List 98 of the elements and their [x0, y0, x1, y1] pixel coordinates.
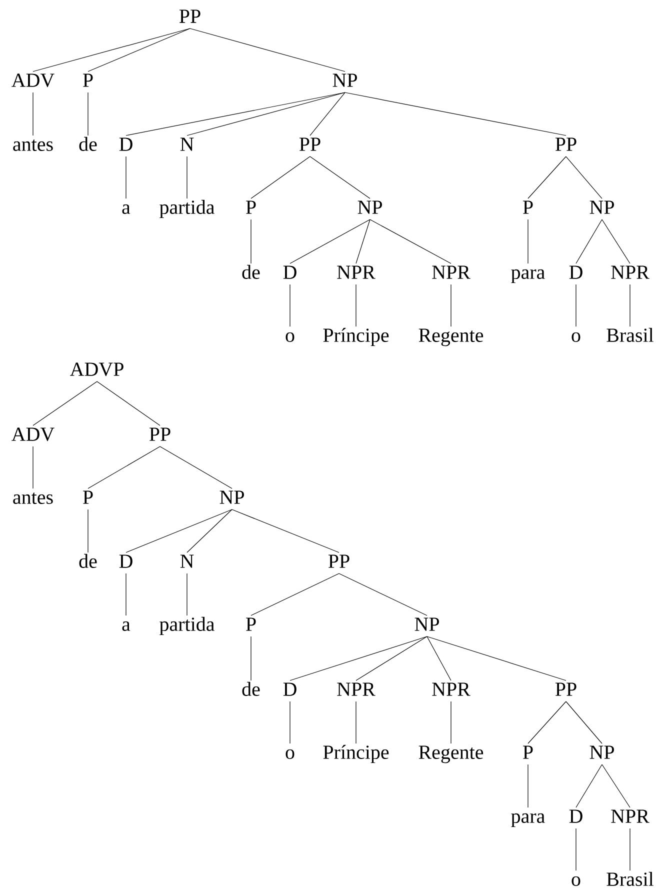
- tree-label: a: [122, 621, 130, 631]
- tree-label: PP: [179, 10, 200, 23]
- tree-label: PP: [555, 682, 576, 696]
- tree-label: de: [79, 136, 97, 151]
- tree-label: de: [242, 264, 260, 279]
- tree-branch: [310, 92, 346, 136]
- tree-branch: [186, 509, 232, 553]
- tree-branch: [356, 219, 370, 264]
- tree-branch: [528, 701, 566, 744]
- tree-label: D: [119, 554, 132, 568]
- tree-branch: [602, 764, 630, 808]
- tree-branch: [290, 219, 370, 264]
- tree-label: P: [83, 74, 93, 87]
- tree-label: PP: [149, 428, 170, 441]
- tree-label: N: [180, 138, 194, 151]
- tree-branch: [310, 156, 370, 199]
- tree-branch: [566, 701, 602, 744]
- tree-label: para: [511, 813, 545, 828]
- tree-label: ADV: [12, 428, 54, 442]
- tree-branch: [32, 446, 34, 489]
- tree-label: NPR: [432, 266, 470, 279]
- tree-label: D: [283, 682, 296, 696]
- tree-label: NPR: [337, 682, 376, 696]
- tree-branch: [338, 573, 428, 616]
- tree-label: Brasil: [606, 872, 654, 886]
- tree-branch: [186, 156, 188, 199]
- tree-label: Regente: [418, 328, 484, 346]
- tree-label: de: [242, 682, 260, 696]
- tree-branch: [96, 381, 160, 426]
- tree-branch: [250, 573, 340, 616]
- tree-label: NP: [590, 200, 614, 214]
- tree-branch: [250, 219, 252, 264]
- tree-label: NPR: [611, 266, 650, 279]
- tree-label: P: [246, 618, 256, 631]
- tree-branch: [602, 219, 630, 264]
- tree-label: antes: [13, 492, 53, 504]
- tree-label: P: [523, 746, 533, 759]
- tree-label: Príncipe: [323, 328, 389, 346]
- tree-branch: [126, 509, 232, 553]
- tree-label: o: [286, 749, 294, 759]
- tree-label: NP: [220, 490, 244, 504]
- tree-label: Regente: [418, 746, 484, 764]
- tree-label: D: [569, 810, 582, 823]
- tree-label: NP: [590, 746, 614, 759]
- tree-branch: [232, 509, 340, 553]
- tree-branch: [190, 28, 346, 72]
- tree-label: o: [572, 876, 580, 886]
- tree-branch: [160, 446, 232, 489]
- tree-label: D: [569, 266, 582, 279]
- tree-label: antes: [13, 140, 53, 151]
- tree-branch: [88, 28, 190, 72]
- tree-label: PP: [299, 138, 320, 151]
- tree-label: NPR: [432, 682, 470, 696]
- tree-branch: [250, 156, 310, 199]
- tree-branch: [576, 219, 602, 264]
- tree-branch: [186, 92, 346, 136]
- tree-branch: [32, 381, 98, 426]
- tree-label: NPR: [337, 266, 376, 279]
- tree-branch: [126, 92, 346, 136]
- tree-branch: [426, 636, 452, 681]
- tree-branch: [566, 156, 602, 199]
- tree-label: partida: [160, 616, 214, 636]
- tree-label: NP: [358, 200, 382, 214]
- tree-label: NPR: [611, 810, 650, 823]
- tree-branch: [32, 28, 190, 72]
- tree-label: PP: [328, 554, 350, 568]
- tree-branch: [344, 92, 566, 136]
- tree-label: o: [286, 332, 294, 342]
- tree-label: ADVP: [70, 362, 124, 376]
- tree-branch: [426, 636, 566, 681]
- tree-label: Brasil: [606, 328, 654, 342]
- tree-branch: [576, 764, 602, 808]
- tree-branch: [186, 573, 188, 616]
- tree-label: a: [122, 204, 130, 214]
- tree-label: para: [511, 269, 545, 284]
- tree-label: PP: [555, 138, 576, 151]
- tree-label: N: [180, 554, 194, 568]
- tree-branch: [450, 701, 452, 744]
- tree-label: Príncipe: [323, 744, 389, 764]
- tree-label: D: [119, 138, 132, 151]
- tree-label: D: [283, 266, 296, 279]
- tree-branch: [370, 219, 452, 264]
- tree-label: NP: [332, 74, 357, 87]
- tree-label: NP: [414, 618, 439, 631]
- tree-branch: [88, 446, 160, 489]
- tree-label: P: [246, 200, 256, 214]
- tree-label: P: [523, 200, 533, 214]
- tree-label: o: [572, 332, 580, 342]
- tree-branch: [32, 92, 34, 136]
- tree-branch: [356, 636, 428, 681]
- tree-branch: [450, 284, 452, 327]
- tree-label: partida: [160, 200, 214, 218]
- tree-label: de: [79, 554, 97, 568]
- tree-branch: [250, 636, 252, 681]
- tree-label: P: [83, 490, 93, 504]
- tree-branch: [290, 636, 428, 681]
- tree-label: ADV: [12, 74, 54, 88]
- tree-branch: [528, 156, 566, 199]
